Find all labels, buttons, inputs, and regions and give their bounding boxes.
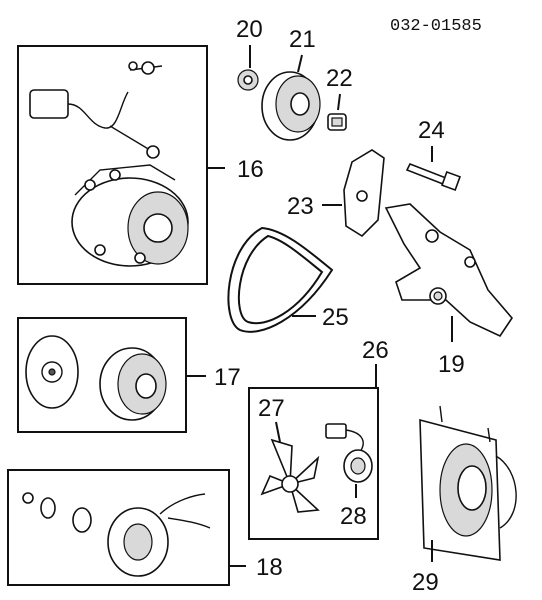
clutch-pulley-group: [17, 317, 206, 433]
callout-17: 17: [214, 364, 241, 391]
diagram-code: 032-01585: [390, 17, 482, 36]
callout-16: 16: [237, 156, 264, 183]
ground-wire: [109, 125, 151, 151]
nut-22: [327, 113, 347, 131]
drive-belt-25: [227, 226, 334, 333]
fan-box: [248, 387, 379, 540]
callout-25: 25: [322, 304, 349, 331]
callout-18: 18: [256, 554, 283, 581]
idler-pulley-21: [261, 71, 321, 141]
fan-shroud-29: [419, 405, 517, 561]
callout-21: 21: [289, 26, 316, 53]
bolt-24: [405, 162, 461, 191]
callout-22: 22: [326, 65, 353, 92]
callout-28: 28: [340, 503, 367, 530]
fan-hub: [281, 475, 299, 493]
callout-19: 19: [438, 351, 465, 378]
compressor-assembly-group: [17, 45, 225, 285]
callout-23: 23: [287, 193, 314, 220]
tensioner-bracket-19: [384, 203, 514, 338]
harness-connector: [29, 89, 69, 119]
callout-29: 29: [412, 569, 439, 596]
callout-27: 27: [258, 395, 285, 422]
callout-26: 26: [362, 337, 389, 364]
harness-wire: [67, 91, 129, 129]
callout-24: 24: [418, 117, 445, 144]
coil-box: [7, 469, 230, 586]
compressor-box: [17, 45, 208, 285]
fan-motor-group: [248, 387, 379, 540]
callout-20: 20: [236, 16, 263, 43]
field-coil-group: [7, 469, 246, 586]
